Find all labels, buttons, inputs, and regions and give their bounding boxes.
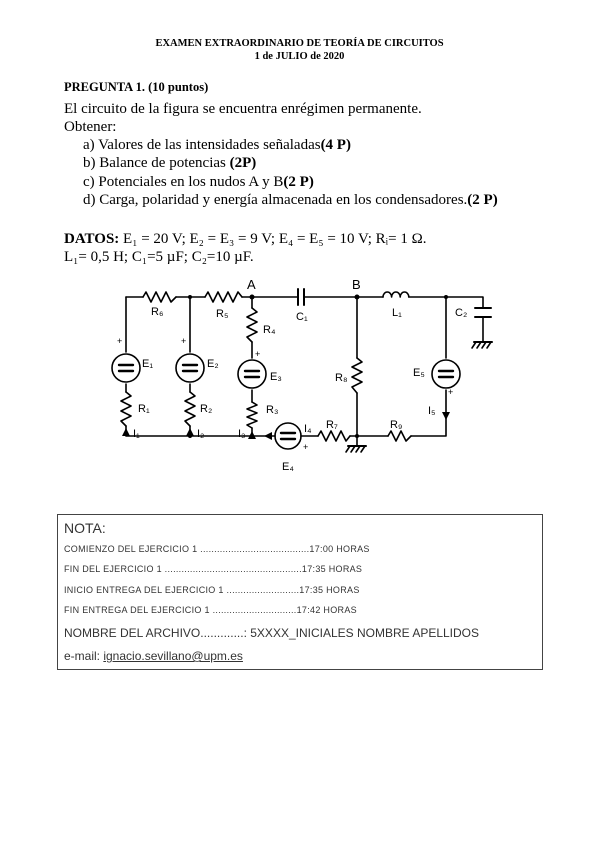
question-obtain: Obtener: (64, 119, 117, 135)
r8-label: R₈ (335, 372, 348, 384)
item-text: d) Carga, polaridad y energía almacenada… (83, 192, 468, 208)
note-delivery-start: INICIO ENTREGA DEL EJERCICIO 1 .........… (64, 585, 360, 595)
resistor-r6 (142, 291, 177, 303)
note-delivery-end: FIN ENTREGA DEL EJERCICIO 1 ............… (64, 605, 357, 615)
voltage-source-e3 (237, 359, 267, 389)
note-file-name: NOMBRE DEL ARCHIVO.............: 5XXXX_I… (64, 626, 480, 640)
r1-label: R₁ (138, 403, 150, 415)
item-points: (2P) (229, 155, 257, 171)
resistor-r2 (184, 391, 196, 427)
e1-plus: + (117, 336, 122, 346)
exam-title: EXAMEN EXTRAORDINARIO DE TEORÍA DE CIRCU… (155, 38, 444, 49)
exam-date: 1 de JULIO de 2020 (254, 51, 345, 62)
l1-label: L₁ (392, 307, 402, 319)
c1-label: C₁ (296, 311, 308, 323)
resistor-r3 (246, 401, 258, 429)
resistor-r9 (387, 430, 412, 442)
voltage-source-e1 (111, 353, 141, 383)
item-points: (2 P) (283, 174, 314, 190)
question-item-a: a) Valores de las intensidades señaladas… (83, 137, 351, 154)
data-line-2: L₁= 0,5 H; C₁=5 µF; C₂=10 µF. (64, 249, 254, 265)
i3-label: I₃ (238, 428, 246, 440)
capacitor-c2 (474, 307, 492, 318)
data-line-1: DATOS: E₁ = 20 V; E₂ = E₃ = 9 V; E₄ = E₅… (64, 231, 426, 248)
resistor-r5 (204, 291, 243, 303)
circuit-diagram: A B R₆ R₅ C₁ L₁ C₂ R₄ E₁ E₂ E₃ R₈ E₅ R₁ … (111, 277, 493, 473)
question-title: PREGUNTA 1. (10 puntos) (64, 80, 209, 94)
e5-label: E₅ (413, 367, 425, 379)
c2-label: C₂ (455, 307, 467, 319)
item-points: (4 P) (320, 137, 351, 153)
node-a-label: A (247, 277, 256, 292)
e3-plus: + (255, 349, 260, 359)
question-item-d: d) Carga, polaridad y energía almacenada… (83, 192, 498, 209)
r4-label: R₄ (263, 324, 276, 336)
e4-plus: + (303, 442, 308, 452)
question-item-c: c) Potenciales en los nudos A y B(2 P) (83, 174, 314, 191)
e2-label: E₂ (207, 358, 219, 370)
resistor-r7 (317, 430, 351, 442)
ground-c2 (471, 341, 493, 349)
e1-label: E₁ (142, 358, 153, 370)
question-item-b: b) Balance de potencias (2P) (83, 155, 256, 172)
resistor-r8 (351, 357, 363, 394)
item-text: c) Potenciales en los nudos A y B (83, 174, 284, 190)
item-text: a) Valores de las intensidades señaladas (83, 137, 321, 153)
r7-label: R₇ (326, 419, 338, 431)
node-b-label: B (352, 277, 361, 292)
i5-label: I₅ (428, 405, 436, 417)
note-start-time: COMIENZO DEL EJERCICIO 1 ...............… (64, 544, 370, 554)
i1-label: I₁ (133, 428, 140, 440)
question-intro: El circuito de la figura se encuentra en… (64, 101, 422, 117)
node-dots (188, 294, 448, 438)
r2-label: R₂ (200, 403, 212, 415)
r5-label: R₅ (216, 308, 228, 320)
r3-label: R₃ (266, 404, 278, 416)
note-end-time: FIN DEL EJERCICIO 1 ....................… (64, 564, 363, 574)
resistor-r4 (246, 307, 258, 343)
note-title: NOTA: (64, 520, 106, 536)
i4-label: I₄ (304, 423, 312, 435)
item-points: (2 P) (467, 192, 498, 208)
data-label: DATOS: (64, 231, 120, 247)
item-text: b) Balance de potencias (83, 155, 230, 171)
i2-label: I₂ (197, 428, 204, 440)
ground-b (345, 445, 367, 453)
e5-plus: + (448, 387, 453, 397)
e3-label: E₃ (270, 371, 282, 383)
note-box: NOTA: COMIENZO DEL EJERCICIO 1 .........… (57, 514, 543, 670)
r9-label: R₉ (390, 419, 402, 431)
voltage-source-e4 (274, 422, 302, 450)
data-values-1: E₁ = 20 V; E₂ = E₃ = 9 V; E₄ = E₅ = 10 V… (123, 231, 427, 247)
r6-label: R₆ (151, 306, 163, 318)
capacitor-c1 (297, 288, 305, 306)
e2-plus: + (181, 336, 186, 346)
email-link[interactable]: ignacio.sevillano@upm.es (103, 649, 243, 663)
inductor-l1 (382, 291, 410, 298)
resistor-r1 (120, 391, 132, 427)
note-email-line: e-mail: ignacio.sevillano@upm.es (64, 649, 243, 663)
voltage-source-e5 (431, 359, 461, 389)
email-label: e-mail: (64, 649, 104, 663)
voltage-source-e2 (175, 353, 205, 383)
e4-label: E₄ (282, 461, 294, 473)
